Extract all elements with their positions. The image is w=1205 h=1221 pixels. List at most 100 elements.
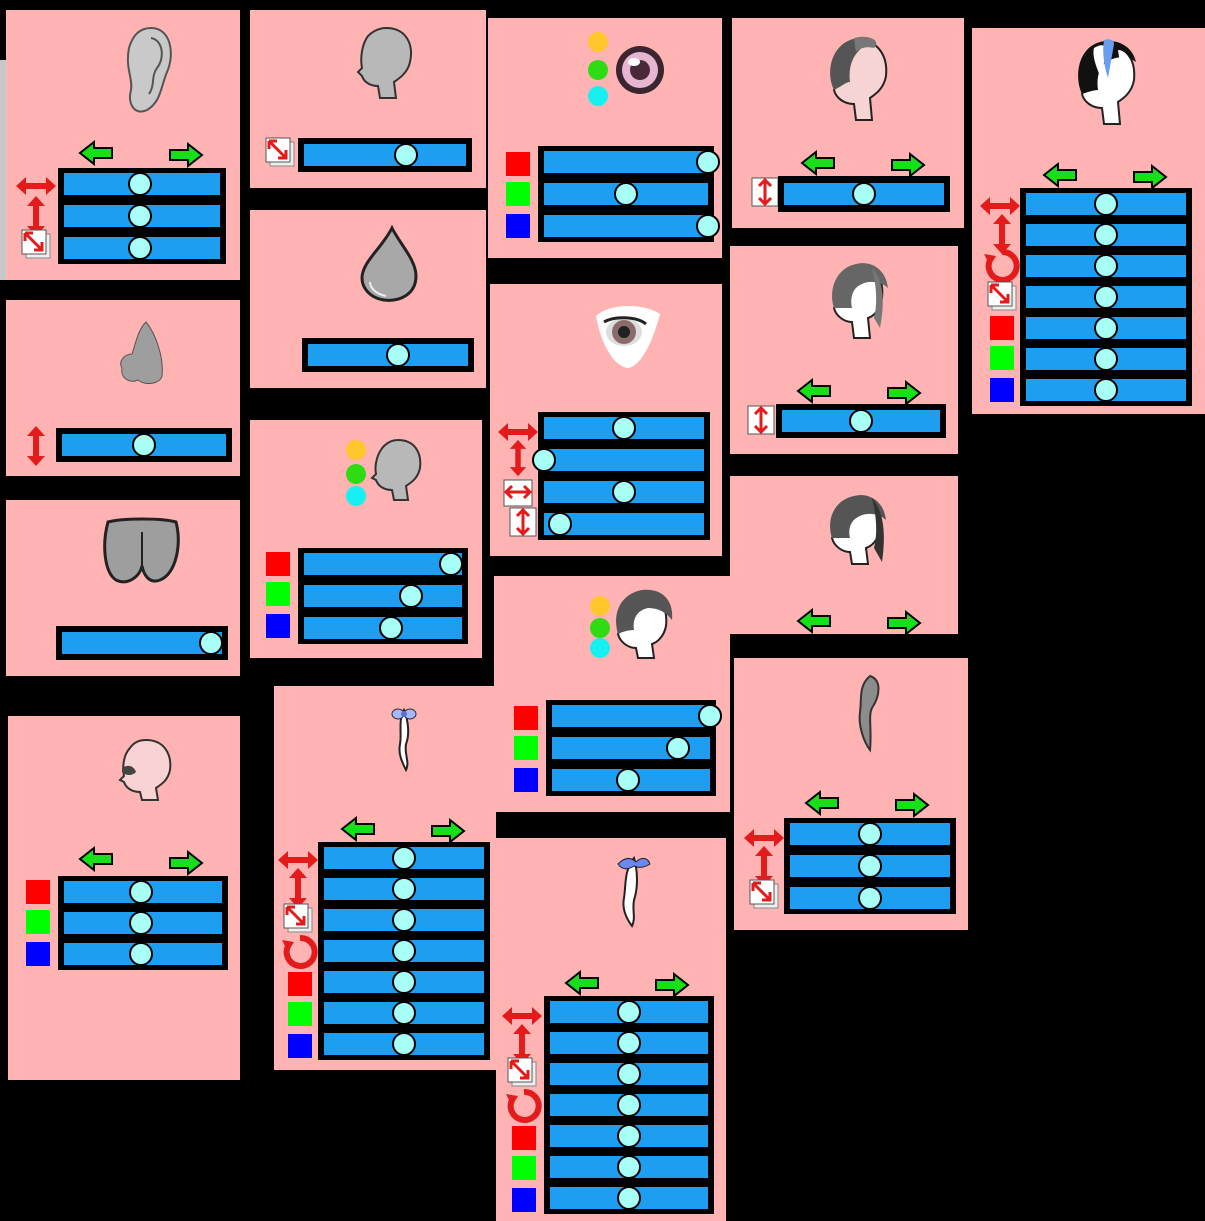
slider-track[interactable] <box>1026 347 1186 372</box>
slider-knob[interactable] <box>696 150 720 174</box>
slider-knob[interactable] <box>614 182 638 206</box>
slider-knob[interactable] <box>617 1061 641 1086</box>
swatch-red[interactable] <box>512 1126 536 1150</box>
next-arrow-icon[interactable] <box>430 818 466 844</box>
swatch-red[interactable] <box>514 706 538 730</box>
slider-track[interactable] <box>544 182 708 206</box>
prev-arrow-icon[interactable] <box>800 150 836 176</box>
slider-knob[interactable] <box>617 1030 641 1055</box>
slider-track[interactable] <box>64 911 222 935</box>
swatch-red[interactable] <box>288 972 312 996</box>
color-dot-cyan[interactable] <box>590 638 610 658</box>
slider-knob[interactable] <box>1094 191 1118 216</box>
slider-knob[interactable] <box>392 970 416 995</box>
prev-arrow-icon[interactable] <box>796 378 832 404</box>
resize-icon[interactable] <box>264 136 296 168</box>
slider-knob[interactable] <box>612 480 636 504</box>
slider-track[interactable] <box>304 616 462 640</box>
prev-arrow-icon[interactable] <box>564 970 600 996</box>
swatch-blue[interactable] <box>288 1034 312 1058</box>
slider-track[interactable] <box>532 448 704 472</box>
next-arrow-icon[interactable] <box>886 610 922 636</box>
color-dot-green[interactable] <box>588 60 608 80</box>
slider-track[interactable] <box>552 768 710 792</box>
slider-track[interactable] <box>324 876 484 901</box>
slider-knob[interactable] <box>532 448 556 472</box>
color-dot-yellow[interactable] <box>346 440 366 460</box>
swatch-green[interactable] <box>512 1156 536 1180</box>
slider-track[interactable] <box>550 1093 708 1117</box>
slider-track[interactable] <box>324 1032 484 1057</box>
rotate-icon[interactable] <box>504 1086 544 1126</box>
slider-knob[interactable] <box>858 886 882 910</box>
slider-knob[interactable] <box>858 822 882 846</box>
slider-knob[interactable] <box>617 1093 641 1117</box>
slider-track[interactable] <box>550 1030 708 1055</box>
slider-track[interactable] <box>64 172 220 196</box>
next-arrow-icon[interactable] <box>168 850 204 876</box>
swatch-green[interactable] <box>288 1002 312 1026</box>
slider-knob[interactable] <box>852 182 876 206</box>
slider-track[interactable] <box>308 343 468 367</box>
slider-knob[interactable] <box>392 1001 416 1026</box>
slider-knob[interactable] <box>1094 253 1118 278</box>
slider-track[interactable] <box>1026 191 1186 216</box>
resize-icon[interactable] <box>506 1056 538 1088</box>
swatch-blue[interactable] <box>266 614 290 638</box>
rotate-icon[interactable] <box>280 932 320 972</box>
prev-arrow-icon[interactable] <box>78 140 114 166</box>
slider-track[interactable] <box>550 1061 708 1086</box>
slider-track[interactable] <box>64 236 220 260</box>
slider-track[interactable] <box>544 512 704 536</box>
slider-knob[interactable] <box>858 854 882 878</box>
swatch-blue[interactable] <box>990 378 1014 402</box>
slider-knob[interactable] <box>849 409 873 433</box>
slider-knob[interactable] <box>438 552 463 576</box>
slider-track[interactable] <box>544 150 720 174</box>
slider-knob[interactable] <box>378 616 403 640</box>
swatch-red[interactable] <box>26 880 50 904</box>
slider-knob[interactable] <box>1094 222 1118 247</box>
slider-knob[interactable] <box>617 999 641 1024</box>
swatch-red[interactable] <box>990 316 1014 340</box>
slider-track[interactable] <box>62 631 223 655</box>
slider-knob[interactable] <box>1094 347 1118 372</box>
resize-icon[interactable] <box>748 878 780 910</box>
next-arrow-icon[interactable] <box>168 142 204 168</box>
slider-track[interactable] <box>790 822 950 846</box>
slider-knob[interactable] <box>617 1155 641 1180</box>
slider-knob[interactable] <box>666 736 691 760</box>
swatch-blue[interactable] <box>26 942 50 966</box>
slider-track[interactable] <box>324 845 484 870</box>
slider-track[interactable] <box>304 143 466 167</box>
slider-track[interactable] <box>552 736 710 760</box>
next-arrow-icon[interactable] <box>1132 164 1168 190</box>
slider-track[interactable] <box>64 879 222 904</box>
slider-knob[interactable] <box>385 343 410 367</box>
slider-track[interactable] <box>550 1186 708 1211</box>
slider-knob[interactable] <box>548 512 572 536</box>
slider-track[interactable] <box>62 433 226 457</box>
next-arrow-icon[interactable] <box>654 972 690 998</box>
slider-track[interactable] <box>782 409 940 433</box>
slider-knob[interactable] <box>612 416 636 440</box>
resize-vertical-icon[interactable] <box>748 176 780 208</box>
color-dot-green[interactable] <box>590 618 610 638</box>
slider-knob[interactable] <box>129 942 154 967</box>
resize-vertical-icon[interactable] <box>744 404 776 436</box>
swatch-green[interactable] <box>514 736 538 760</box>
slider-track[interactable] <box>1026 316 1186 341</box>
slider-knob[interactable] <box>392 907 416 932</box>
next-arrow-icon[interactable] <box>886 380 922 406</box>
slider-track[interactable] <box>304 552 463 576</box>
slider-knob[interactable] <box>392 845 416 870</box>
slider-track[interactable] <box>324 907 484 932</box>
slider-track[interactable] <box>1026 378 1186 403</box>
slider-knob[interactable] <box>394 143 419 167</box>
prev-arrow-icon[interactable] <box>796 608 832 634</box>
slider-knob[interactable] <box>698 704 722 728</box>
slider-knob[interactable] <box>392 876 416 901</box>
slider-knob[interactable] <box>1094 378 1118 403</box>
resize-vertical-icon[interactable] <box>506 506 538 538</box>
slider-knob[interactable] <box>696 214 720 238</box>
